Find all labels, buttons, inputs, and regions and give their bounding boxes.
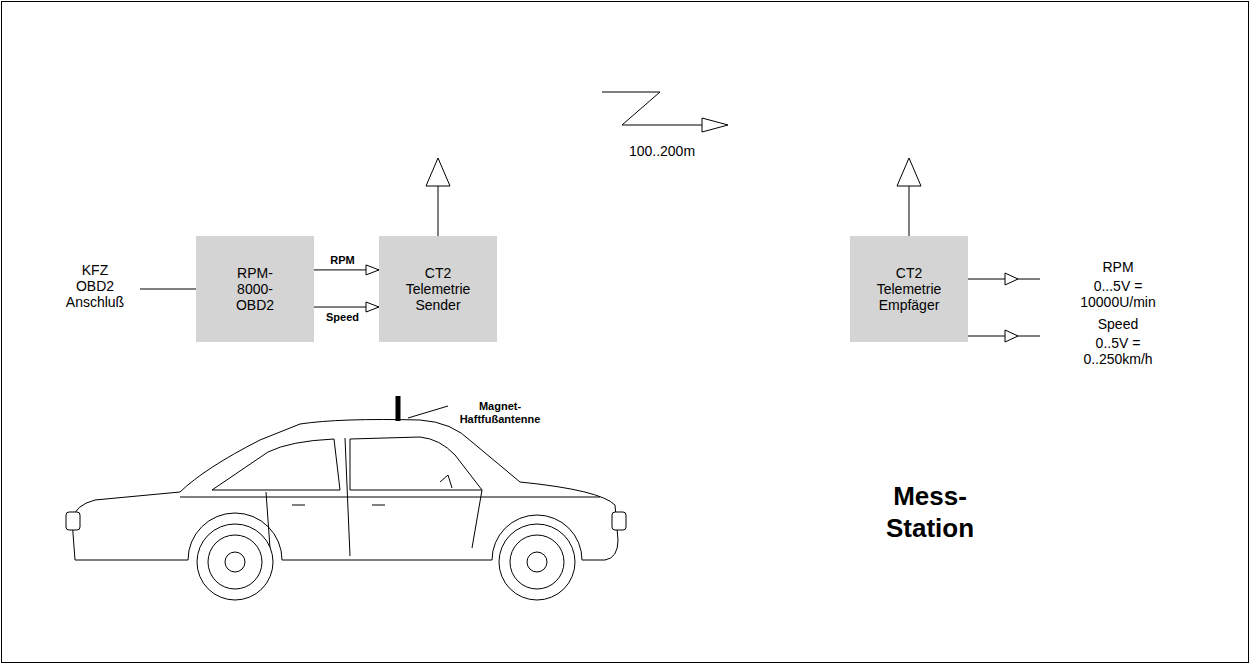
output-wires (968, 273, 1040, 342)
signal-arrow (314, 269, 379, 270)
box-label: CT2 Telemetrie Sender (406, 265, 471, 313)
sender-antenna (426, 158, 450, 236)
box-label: RPM-8000- OBD2 (236, 265, 274, 313)
box-label: CT2 Telemetrie Empfäger (877, 265, 942, 313)
annotation-label: Magnet- Haftfußantenne (460, 400, 541, 426)
annotation-label: 0...5V = 10000U/min (1080, 278, 1155, 310)
signal-name: Speed (326, 311, 359, 324)
annotation-label: 0..5V = 0..250km/h (1083, 335, 1152, 367)
radio-link-symbol (602, 92, 728, 132)
obd-wire (140, 289, 196, 290)
annotation-label: Speed (1098, 316, 1138, 332)
roof-antenna (396, 396, 401, 421)
car-illustration (66, 420, 626, 601)
signal-name: RPM (330, 254, 354, 267)
process-box: RPM-8000- OBD2 (196, 236, 314, 342)
receiver-antenna (897, 158, 921, 236)
signal-arrow (314, 307, 379, 308)
antenna-leader (408, 406, 448, 418)
annotation-label: Mess- Station (886, 480, 974, 544)
process-box: CT2 Telemetrie Sender (379, 236, 497, 342)
process-box: CT2 Telemetrie Empfäger (850, 236, 968, 342)
annotation-label: KFZ OBD2 Anschluß (66, 262, 124, 310)
annotation-label: RPM (1102, 259, 1133, 275)
annotation-label: 100..200m (629, 143, 695, 159)
